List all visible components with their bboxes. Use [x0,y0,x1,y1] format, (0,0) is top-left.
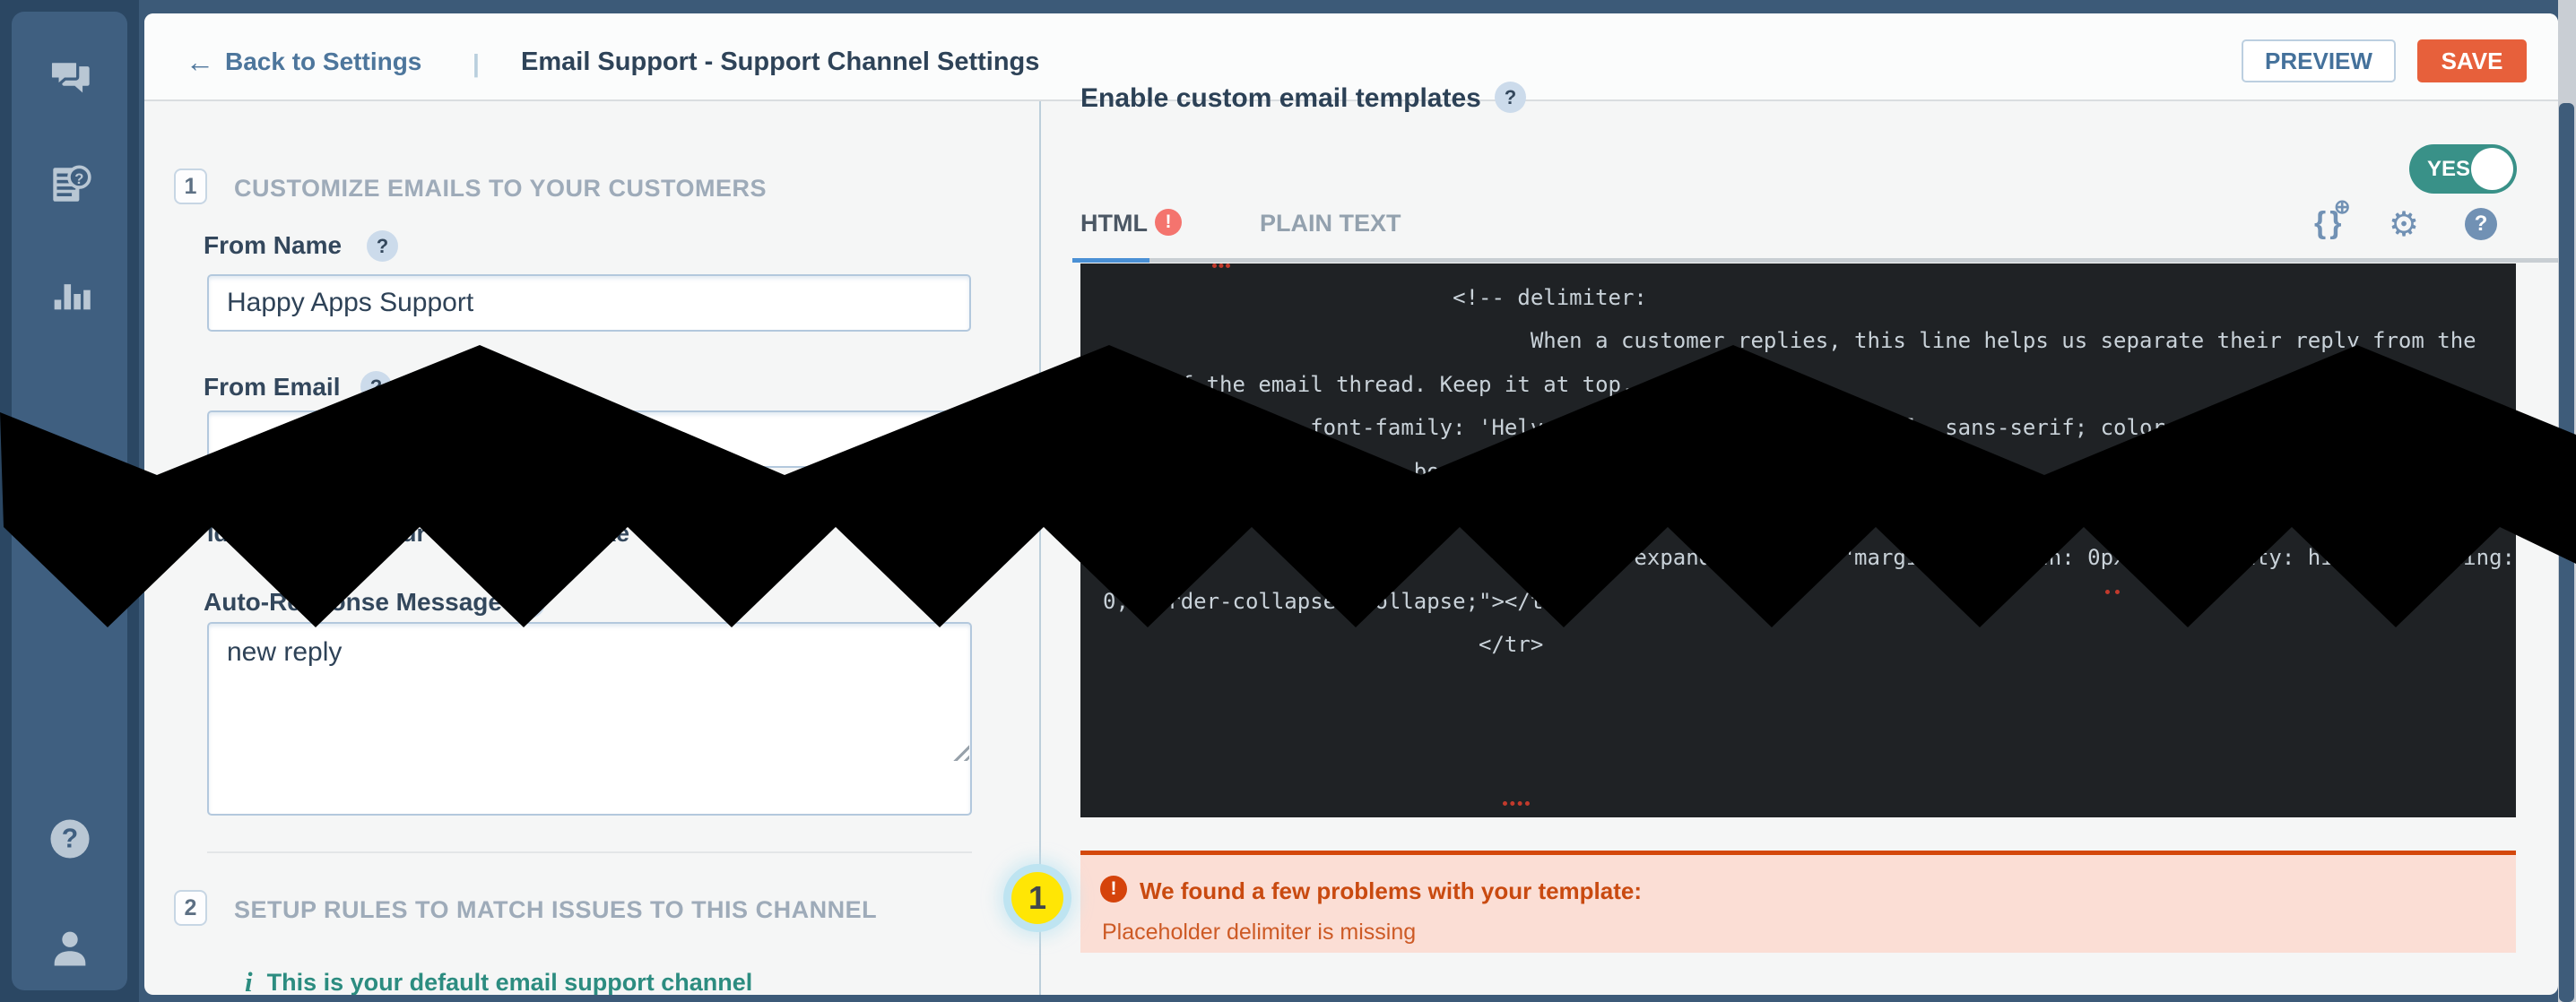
code-line: <!-- delimiter: [1103,285,1647,310]
toggle-knob [2471,148,2513,190]
spellcheck-mark [1212,263,1230,268]
topbar: ← Back to Settings | Email Support - Sup… [144,13,2558,101]
header-separator: | [473,49,480,77]
settings-gear-icon[interactable]: ⚙ [2389,206,2420,244]
section-divider [207,851,972,853]
toggle-state-label: YES [2427,157,2471,181]
enable-templates-toggle[interactable]: YES [2409,144,2517,194]
validation-title: We found a few problems with your templa… [1140,877,1643,904]
back-arrow-icon: ← [186,46,214,78]
tabbar-underline [1072,258,2558,263]
section2-number: 2 [174,890,207,926]
tab-html[interactable]: HTML [1080,210,1148,237]
html-error-badge-icon: ! [1155,209,1182,236]
default-channel-note: i This is your default email support cha… [245,966,752,995]
svg-text:?: ? [74,170,83,187]
save-button[interactable]: SAVE [2417,39,2527,82]
section2-title: SETUP RULES TO MATCH ISSUES TO THIS CHAN… [234,896,878,923]
auto-response-textarea[interactable] [207,622,972,816]
panel-divider [1039,101,1041,995]
section1-number: 1 [174,168,207,204]
from-name-label: From Name [204,231,343,259]
profile-icon[interactable] [12,919,127,978]
spellcheck-mark [2105,590,2120,594]
section1-title: CUSTOMIZE EMAILS TO YOUR CUSTOMERS [234,175,768,202]
error-icon: ! [1100,876,1127,903]
help-icon[interactable]: ? [12,809,127,868]
knowledge-base-icon[interactable]: ? [12,155,127,214]
enable-templates-label: Enable custom email templates [1080,83,1481,113]
validation-error-text: Placeholder delimiter is missing [1102,920,1417,945]
template-validation-panel: ! We found a few problems with your temp… [1080,851,2516,953]
preview-button[interactable]: PREVIEW [2242,39,2396,82]
active-tab-underline [1072,258,1149,263]
info-icon: i [245,966,253,995]
back-label: Back to Settings [225,48,422,75]
braces-glyph: {} [2314,206,2346,240]
insert-placeholder-icon[interactable]: {} ⊕ [2314,195,2558,241]
tab-plain-text[interactable]: PLAIN TEXT [1260,210,1401,237]
svg-text:?: ? [61,825,77,854]
plus-badge-glyph: ⊕ [2334,195,2351,218]
spellcheck-mark [1503,801,1530,806]
code-line: When a customer replies, this line helps… [1103,328,2476,354]
from-email-label: From Email [204,373,341,401]
back-to-settings-link[interactable]: ← Back to Settings [186,48,421,76]
from-name-input[interactable] [207,274,971,332]
auto-response-label: Auto-Response Message [204,588,502,616]
from-name-help-icon[interactable]: ? [367,230,398,262]
reports-icon[interactable] [12,264,127,324]
editor-help-icon[interactable]: ? [2465,208,2497,240]
code-line: </tr> [1103,632,1544,658]
annotation-badge: 1 [1011,872,1063,924]
enable-templates-help-icon[interactable]: ? [1495,82,1526,113]
default-channel-note-text: This is your default email support chann… [266,968,753,996]
conversations-icon[interactable] [12,48,127,107]
page-title: Email Support - Support Channel Settings [521,48,1040,76]
